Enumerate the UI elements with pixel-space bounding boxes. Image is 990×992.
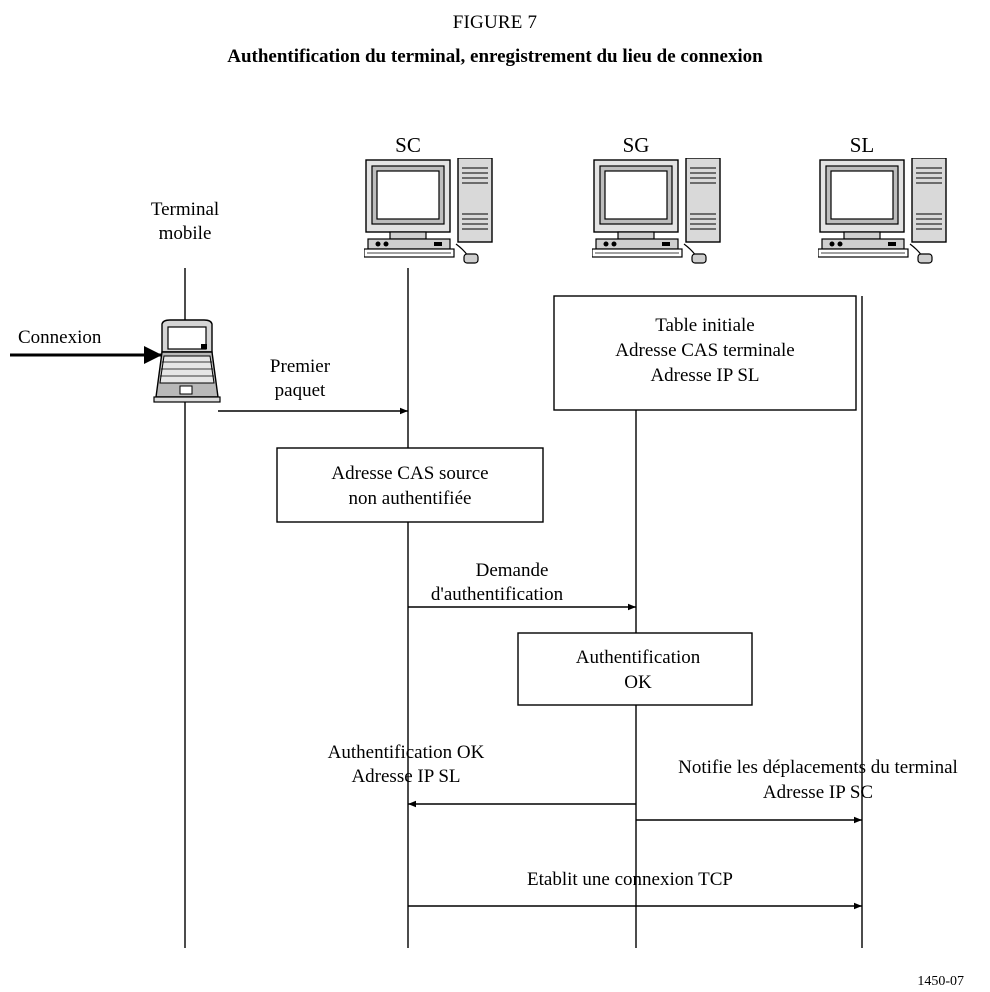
terminal-label-line2: mobile — [159, 223, 212, 244]
auth-ok-reply-line2: Adresse IP SL — [351, 766, 460, 787]
premier-paquet-line1: Premier — [270, 356, 331, 377]
figure-title: Authentification du terminal, enregistre… — [227, 46, 763, 67]
figure-number: FIGURE 7 — [452, 12, 538, 33]
table-initiale-line1: Table initiale — [655, 315, 754, 336]
message-premier-paquet-label: Premier paquet — [270, 356, 331, 401]
authentification-ok-line1: Authentification — [576, 647, 701, 668]
notifie-line1: Notifie les déplacements du terminal — [678, 757, 958, 778]
demande-auth-line2: d'authentification — [431, 584, 564, 605]
connexion-label: Connexion — [18, 327, 102, 348]
lifeline-label-terminal: Terminal mobile — [151, 199, 219, 244]
adresse-cas-source-line1: Adresse CAS source — [331, 463, 488, 484]
terminal-label-line1: Terminal — [151, 199, 219, 220]
message-tcp-label: Etablit une connexion TCP — [527, 869, 733, 890]
auth-ok-reply-line1: Authentification OK — [328, 742, 485, 763]
table-initiale-line3: Adresse IP SL — [650, 365, 759, 386]
box-authentification-ok — [517, 632, 753, 706]
box-table-initiale — [553, 295, 857, 411]
message-auth-ok-reply-label: Authentification OK Adresse IP SL — [328, 742, 485, 787]
laptop-terminal-icon — [153, 319, 221, 403]
table-initiale-line2: Adresse CAS terminale — [615, 340, 794, 361]
authentification-ok-line2: OK — [624, 672, 652, 693]
lifeline-label-sc: SC — [395, 133, 421, 157]
adresse-cas-source-line2: non authentifiée — [349, 488, 472, 509]
premier-paquet-line2: paquet — [275, 380, 326, 401]
box-adresse-cas-source-text: Adresse CAS source non authentifiée — [331, 463, 488, 509]
sc-computer-icon — [364, 158, 493, 264]
lifeline-label-sg: SG — [623, 133, 650, 157]
figure-code: 1450-07 — [917, 974, 964, 989]
demande-auth-line1: Demande — [476, 560, 549, 581]
box-adresse-cas-source — [276, 447, 544, 523]
notifie-line2: Adresse IP SC — [763, 782, 873, 803]
lifeline-label-sl: SL — [850, 133, 875, 157]
sg-computer-icon — [592, 158, 721, 264]
message-demande-auth-label: Demande d'authentification — [431, 560, 564, 605]
sl-computer-icon — [818, 158, 947, 264]
